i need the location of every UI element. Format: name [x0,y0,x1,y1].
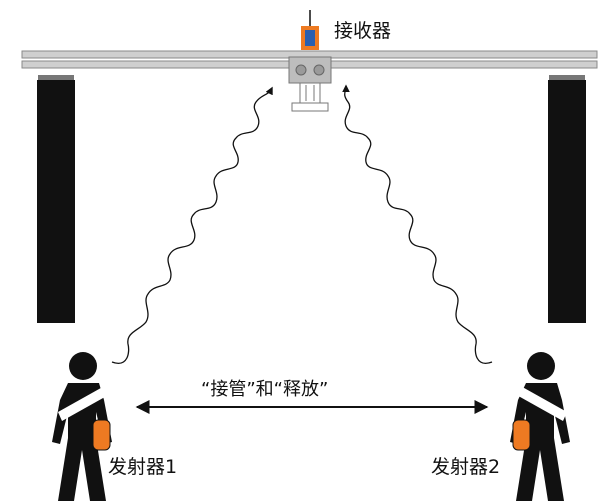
receiver-label: 接收器 [334,20,392,42]
transmitter-1-device [92,419,111,451]
signal-wave-left [111,86,273,364]
left-column [37,75,75,323]
receiver-device [301,10,319,50]
handover-label: “接管”和“释放” [201,379,329,400]
signal-wave-right [342,84,493,364]
transmitter-2-label: 发射器2 [431,456,501,478]
right-column [548,75,586,323]
transmitter-2-device [512,419,531,451]
transmitter-1-label: 发射器1 [108,456,178,478]
person-2 [510,352,570,501]
person-1 [52,352,112,501]
rail-trolley [288,56,332,112]
